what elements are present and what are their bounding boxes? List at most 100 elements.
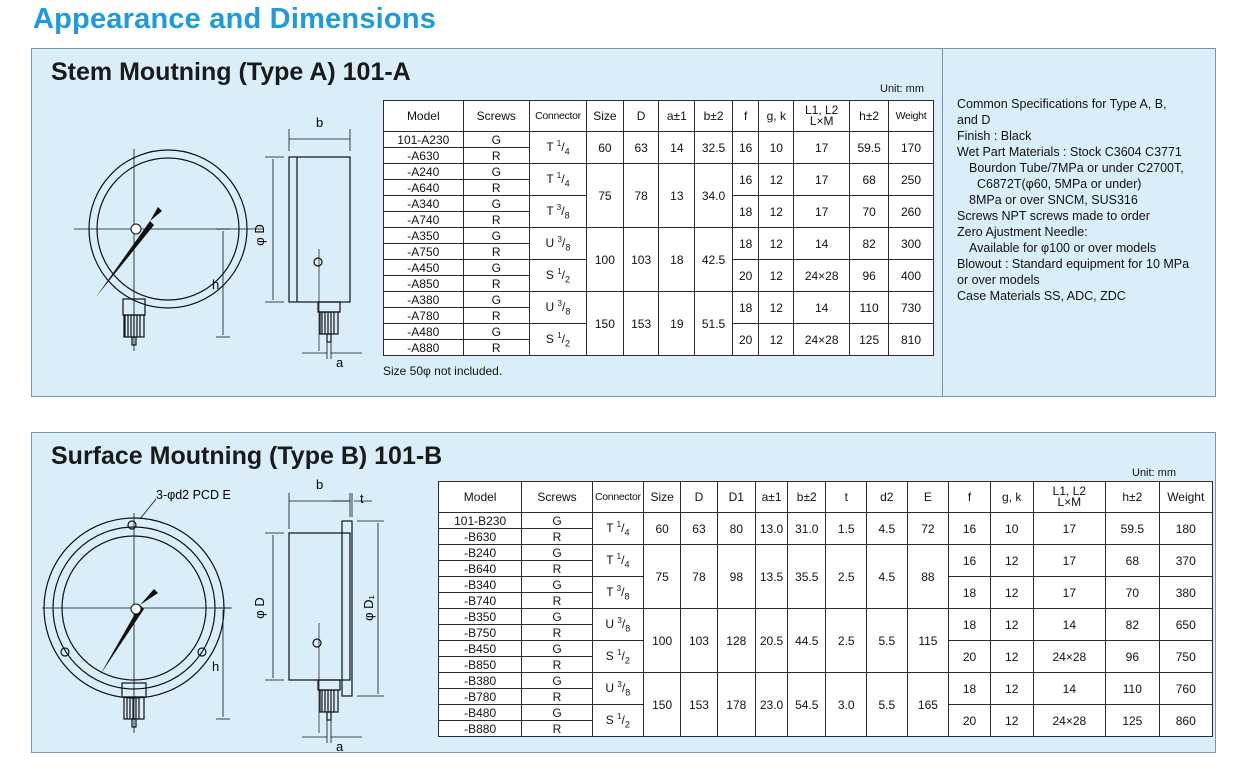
th-t: t	[825, 481, 868, 513]
cell-f: 18	[731, 195, 760, 228]
th-h: h±2	[1105, 481, 1160, 513]
th-a: a±1	[755, 481, 789, 513]
cell-connector: U 3/8	[528, 227, 588, 260]
cell-h: 59.5	[1105, 512, 1160, 545]
type-a-title: Stem Moutning (Type A) 101-A	[51, 58, 411, 86]
th-a: a±1	[658, 100, 696, 132]
cell-model: -B450	[437, 640, 523, 657]
type-b-table: Model Screws Connector Size D D1 a±1 b±2…	[437, 481, 1214, 737]
cell-a: 13	[658, 163, 696, 228]
cell-l: 24×28	[1032, 704, 1107, 737]
th-h: h±2	[849, 100, 889, 132]
cell-a: 23.0	[755, 672, 789, 737]
type-b-label-phid1: φ D₁	[361, 594, 376, 620]
spec-line: 8MPa or over SNCM, SUS316	[969, 193, 1138, 207]
type-a-label-phid: φ D	[252, 224, 267, 245]
cell-t: 1.5	[825, 512, 868, 545]
cell-connector: T 3/8	[591, 576, 644, 609]
cell-connector: T 1/4	[528, 131, 588, 164]
th-gk: g, k	[989, 481, 1034, 513]
cell-screws: R	[462, 211, 530, 228]
cell-e: 88	[906, 544, 950, 609]
cell-screws: G	[462, 323, 530, 340]
cell-b: 32.5	[694, 131, 733, 164]
cell-b: 51.5	[694, 291, 733, 356]
type-b-unit: Unit: mm	[1132, 467, 1176, 479]
cell-screws: R	[521, 624, 593, 641]
cell-model: -A480	[383, 323, 464, 340]
th-weight: Weight	[888, 100, 934, 132]
cell-model: -A630	[383, 147, 464, 164]
th-d: D	[622, 100, 660, 132]
th-b: b±2	[787, 481, 827, 513]
cell-d2: 5.5	[866, 672, 908, 737]
cell-l: 24×28	[793, 259, 851, 292]
cell-d: 78	[680, 544, 718, 609]
cell-model: -B240	[437, 544, 523, 561]
type-b-label-phid: φ D	[252, 597, 267, 618]
cell-connector: S 1/2	[528, 259, 588, 292]
cell-gk: 12	[758, 323, 795, 356]
cell-screws: G	[462, 291, 530, 308]
cell-t: 2.5	[825, 608, 868, 673]
cell-e: 72	[906, 512, 950, 545]
cell-size: 60	[642, 512, 682, 545]
spec-line: and D	[957, 113, 991, 127]
th-gk: g, k	[758, 100, 795, 132]
cell-screws: G	[521, 544, 593, 561]
cell-d1: 178	[716, 672, 757, 737]
cell-screws: G	[462, 163, 530, 180]
th-size: Size	[586, 100, 624, 132]
spec-line: Screws NPT screws made to order	[957, 209, 1150, 223]
cell-f: 20	[731, 259, 760, 292]
cell-a: 13.0	[755, 512, 789, 545]
th-b: b±2	[694, 100, 733, 132]
cell-model: -A380	[383, 291, 464, 308]
cell-l: 17	[793, 131, 851, 164]
cell-gk: 12	[989, 640, 1034, 673]
cell-d: 153	[680, 672, 718, 737]
cell-b: 44.5	[787, 608, 827, 673]
cell-l: 17	[1032, 576, 1107, 609]
cell-screws: R	[521, 688, 593, 705]
cell-b: 54.5	[787, 672, 827, 737]
cell-model: -A340	[383, 195, 464, 212]
cell-connector: U 3/8	[528, 291, 588, 324]
cell-h: 82	[849, 227, 889, 260]
cell-b: 34.0	[694, 163, 733, 228]
cell-screws: R	[521, 720, 593, 737]
cell-screws: R	[462, 307, 530, 324]
cell-h: 96	[1105, 640, 1160, 673]
th-weight: Weight	[1158, 481, 1214, 513]
cell-h: 110	[849, 291, 889, 324]
cell-model: -A450	[383, 259, 464, 276]
th-model: Model	[437, 481, 523, 513]
th-d1: D1	[716, 481, 757, 513]
page-title: Appearance and Dimensions	[33, 3, 437, 35]
cell-weight: 760	[1158, 672, 1214, 705]
cell-f: 20	[731, 323, 760, 356]
cell-screws: G	[462, 227, 530, 244]
type-b-title: Surface Moutning (Type B) 101-B	[51, 442, 443, 470]
cell-gk: 12	[758, 291, 795, 324]
cell-gk: 12	[758, 227, 795, 260]
cell-model: -B380	[437, 672, 523, 689]
cell-gk: 12	[989, 608, 1034, 641]
cell-gk: 12	[989, 544, 1034, 577]
spec-line: C6872T(φ60, 5MPa or under)	[977, 177, 1142, 191]
cell-screws: R	[521, 528, 593, 545]
cell-screws: R	[462, 179, 530, 196]
cell-model: -B340	[437, 576, 523, 593]
cell-a: 19	[658, 291, 696, 356]
type-a-note: Size 50φ not included.	[383, 364, 503, 378]
cell-d1: 80	[716, 512, 757, 545]
cell-connector: U 3/8	[591, 608, 644, 641]
cell-screws: G	[521, 704, 593, 721]
type-b-label-pcd: 3-φd2 PCD E	[156, 488, 231, 502]
cell-screws: G	[521, 672, 593, 689]
spec-line: Bourdon Tube/7MPa or under C2700T,	[969, 161, 1184, 175]
cell-model: -A880	[383, 339, 464, 356]
cell-a: 18	[658, 227, 696, 292]
th-f: f	[731, 100, 760, 132]
th-model: Model	[383, 100, 464, 132]
